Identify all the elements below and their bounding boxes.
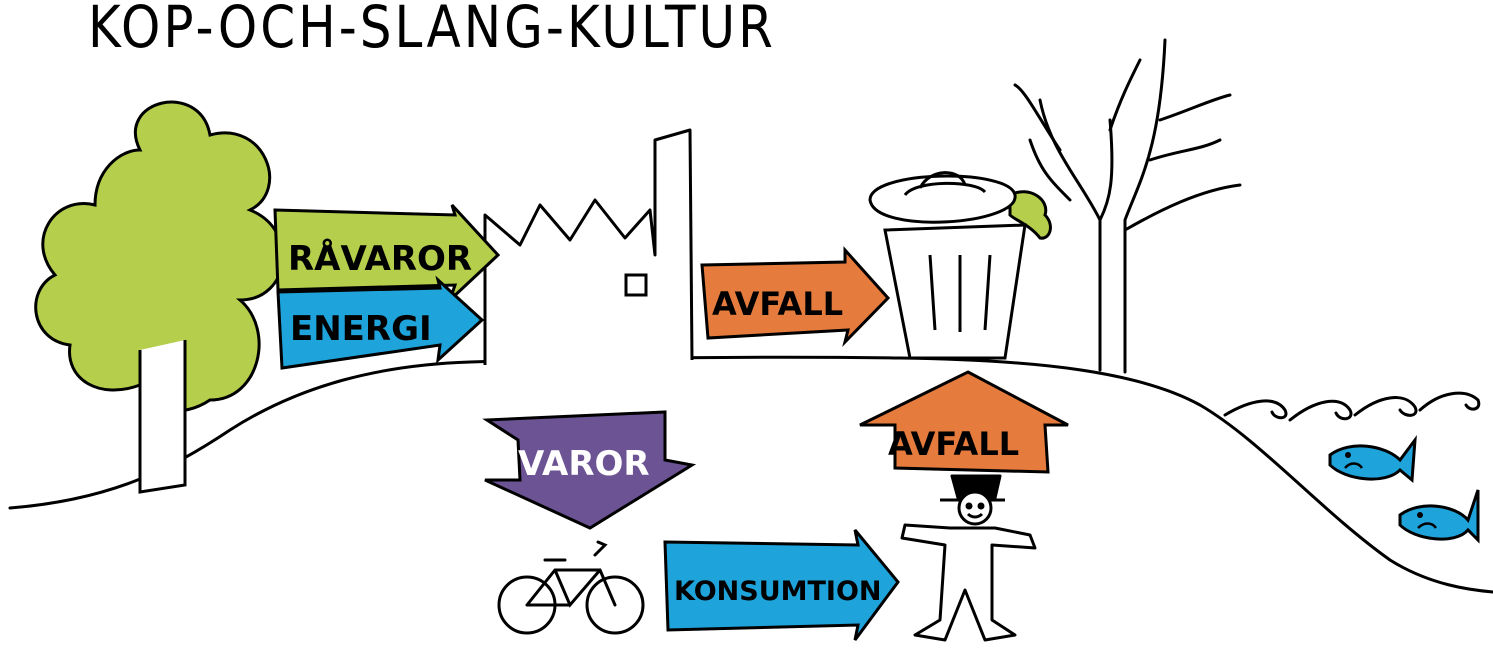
avfall-factory-arrow: AVFALL — [700, 246, 891, 348]
avfall-person-arrow: AVFALL — [859, 370, 1069, 474]
energi-label: ENERGI — [290, 309, 432, 349]
factory-icon — [483, 128, 694, 365]
varor-label: VAROR — [518, 444, 650, 484]
ravaror-label: RÅVAROR — [288, 238, 472, 279]
ravaror-arrow: RÅVAROR — [273, 203, 501, 302]
avfall-factory-label: AVFALL — [712, 285, 843, 323]
bare-tree-icon — [1013, 38, 1242, 374]
person-icon — [900, 474, 1037, 642]
bicycle-icon — [497, 540, 645, 635]
hill-line — [8, 355, 1493, 594]
avfall-person-label: AVFALL — [888, 425, 1019, 463]
fish-icon — [1328, 434, 1480, 544]
wave-icon — [1223, 391, 1481, 422]
page-title: KÖP-OCH-SLÄNG-KULTUR — [88, 0, 776, 61]
trash-can-icon — [868, 171, 1052, 360]
tree-icon — [34, 100, 285, 494]
varor-arrow: VAROR — [482, 410, 697, 530]
konsumtion-label: KONSUMTION — [674, 576, 882, 607]
energi-arrow: ENERGI — [276, 275, 485, 370]
konsumtion-arrow: KONSUMTION — [663, 529, 900, 641]
